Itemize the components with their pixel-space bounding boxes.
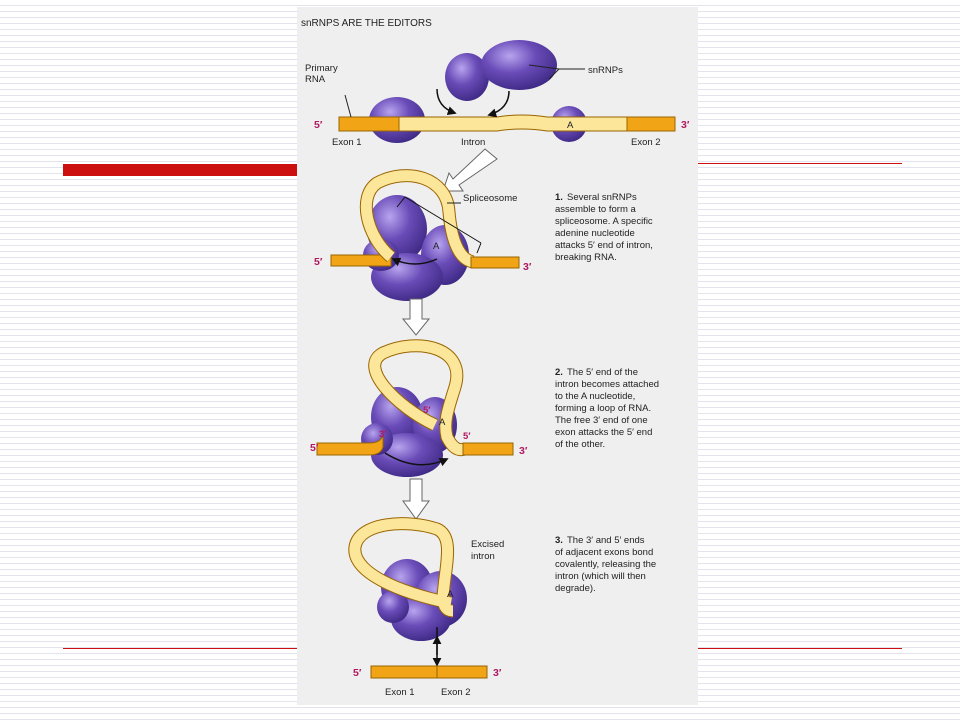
adenine-label: A xyxy=(447,589,454,600)
intron-loop xyxy=(360,170,475,268)
step-arrow-icon xyxy=(442,148,498,192)
five-prime-label: 5′ xyxy=(314,119,323,131)
intron-label: Intron xyxy=(461,137,485,148)
panel-primary-rna: Primary RNA snRNPs 5′ 3′ A Exon 1 Intron… xyxy=(305,40,690,148)
three-prime-label: 3′ xyxy=(519,445,528,457)
exon1-strand xyxy=(338,116,400,132)
excised-intron-label: Excised xyxy=(471,539,504,550)
divider-line-top xyxy=(698,163,902,164)
primary-rna-label: Primary xyxy=(305,63,338,74)
intron-loop xyxy=(349,518,454,617)
step1-text: 1. Several snRNPs assemble to form a spl… xyxy=(555,192,656,263)
assembly-arrow xyxy=(487,90,510,118)
spliceosome-bracket xyxy=(396,196,482,254)
exon2-label: Exon 2 xyxy=(441,687,471,698)
exon2-strand xyxy=(462,442,514,456)
five-prime-label: 5′ xyxy=(310,442,319,454)
exon1-strand xyxy=(330,254,392,267)
exon2-strand xyxy=(626,116,676,132)
intron-strand xyxy=(398,114,628,132)
snrnps-label: snRNPs xyxy=(588,65,623,76)
divider-line-bottom-left xyxy=(63,648,298,649)
five-prime-label: 5′ xyxy=(423,405,431,416)
three-prime-label: 3′ xyxy=(523,261,532,273)
five-prime-label: 5′ xyxy=(353,667,362,679)
adenine-label: A xyxy=(567,120,574,131)
step-arrow-icon xyxy=(402,478,430,520)
primary-rna-label: RNA xyxy=(305,74,326,85)
snrnp-blob xyxy=(445,53,489,101)
adenine-label: A xyxy=(433,241,440,252)
figure-title: snRNPS ARE THE EDITORS xyxy=(301,18,432,29)
adenine-label: A xyxy=(439,417,446,428)
attack-arrow xyxy=(384,452,449,467)
spliceosome-label: Spliceosome xyxy=(463,193,517,204)
step3-text: 3. The 3′ and 5′ ends of adjacent exons … xyxy=(555,535,659,594)
exon1-label: Exon 1 xyxy=(332,137,362,148)
splicing-figure: snRNPS ARE THE EDITORS Primary RNA snRNP… xyxy=(297,7,698,705)
panel-step3: A Excised intron 5′ 3′ Exon 1 Exon 2 xyxy=(348,517,504,698)
snrnps-callout-line xyxy=(528,64,585,80)
title-accent-bar xyxy=(63,164,298,176)
five-prime-label: 5′ xyxy=(463,431,471,442)
excised-intron-label: intron xyxy=(471,551,495,562)
splicing-diagram: snRNPS ARE THE EDITORS Primary RNA snRNP… xyxy=(301,18,690,698)
panel-step2: 5′ A 3′ 5′ 5′ 3′ xyxy=(310,339,528,477)
three-prime-label: 3′ xyxy=(681,119,690,131)
divider-line-bottom-right xyxy=(698,648,902,649)
three-prime-label: 3′ xyxy=(493,667,502,679)
step-arrow-icon xyxy=(401,298,431,336)
exon1-label: Exon 1 xyxy=(385,687,415,698)
exon2-label: Exon 2 xyxy=(631,137,661,148)
intron-loop xyxy=(369,340,467,456)
three-prime-label: 3′ xyxy=(379,429,387,440)
snrnp-blob xyxy=(377,591,409,623)
exon1-strand xyxy=(316,434,384,456)
panel-step1: A Spliceosome 5′ 3′ xyxy=(314,169,532,301)
attack-arrow xyxy=(391,257,438,267)
step2-text: 2. The 5′ end of the intron becomes atta… xyxy=(555,367,662,450)
primary-rna-callout-line xyxy=(344,94,352,118)
exon1-strand xyxy=(370,665,438,679)
five-prime-label: 5′ xyxy=(314,256,323,268)
exon2-strand xyxy=(470,256,520,269)
snrnp-blob xyxy=(481,40,557,90)
assembly-arrow xyxy=(436,88,457,115)
exon2-strand xyxy=(436,665,488,679)
